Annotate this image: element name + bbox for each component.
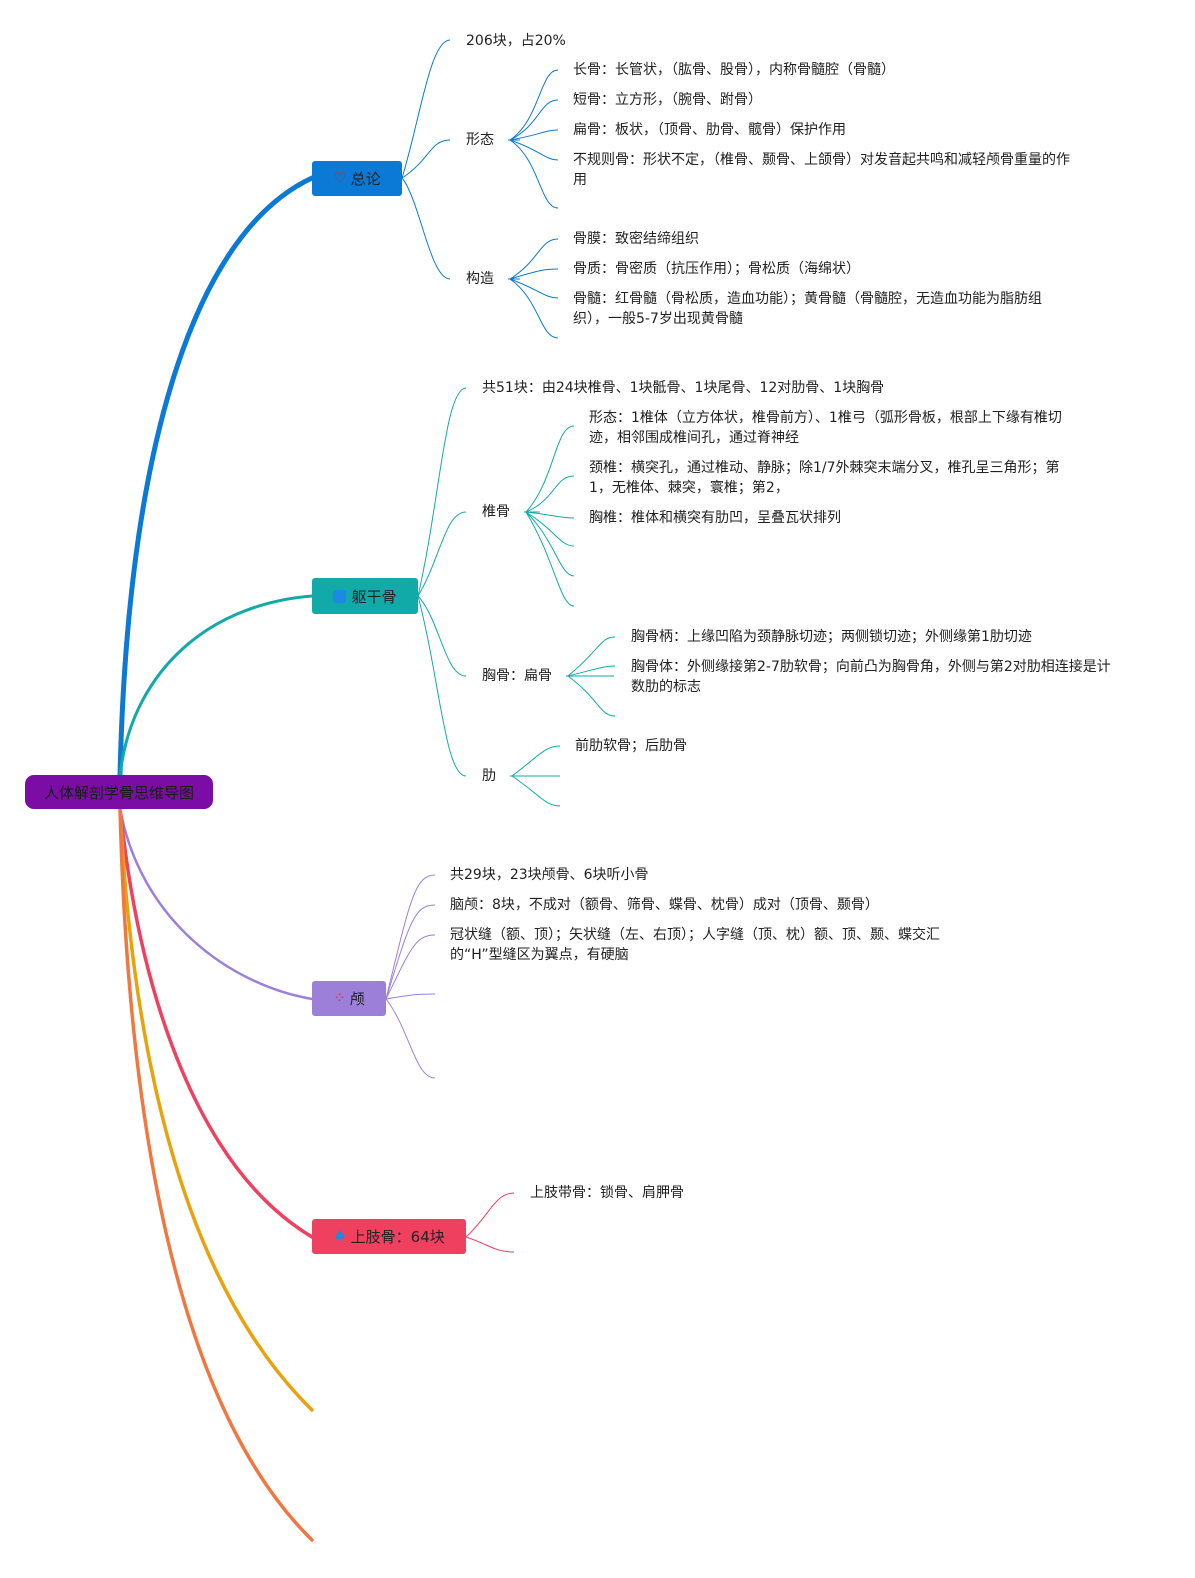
lu-item-3[interactable]: 冠状缝（额、顶）；矢状缝（左、右顶）；人字缝（顶、枕）额、顶、颞、蝶交汇的“H”…	[450, 927, 940, 963]
shangzhi-item-1[interactable]: 上肢带骨：锁骨、肩胛骨	[530, 1185, 684, 1201]
connector-lu-2	[385, 904, 436, 1000]
connector-zonglun-count	[401, 39, 451, 179]
connector-gouzao-4	[509, 278, 559, 339]
connector-xingtai-3	[509, 129, 559, 141]
connector-root-extra-orange	[118, 806, 314, 1542]
square-icon	[333, 589, 347, 603]
branch-lu[interactable]: ⁘ 颅	[312, 981, 386, 1016]
connector-xingtai-4	[509, 139, 559, 161]
connector-zhuigu-4	[525, 511, 575, 547]
branch-zonglun-label: 总论	[350, 170, 381, 188]
connector-zhuigu-3	[525, 511, 575, 519]
zonglun-count[interactable]: 206块，占20%	[466, 33, 566, 49]
connector-gouzao-1	[509, 238, 559, 280]
connector-xingtai-1	[509, 69, 559, 141]
xingtai-item-4[interactable]: 不规则骨：形状不定，（椎骨、颞骨、上颌骨）对发音起共鸣和减轻颅骨重量的作用	[573, 152, 1070, 188]
drop-icon: ♠	[333, 1227, 347, 1245]
xionggu-item-2[interactable]: 胸骨体：外侧缘接第2-7肋软骨；向前凸为胸骨角，外侧与第2对肋相连接是计数肋的标…	[631, 659, 1111, 695]
sparkle-icon: ⁘	[333, 989, 346, 1007]
zhuigu-item-2[interactable]: 颈椎：横突孔，通过椎动、静脉；除1/7外棘突末端分叉，椎孔呈三角形；第1，无椎体…	[589, 460, 1060, 496]
qugan-count[interactable]: 共51块：由24块椎骨、1块骶骨、1块尾骨、12对肋骨、1块胸骨	[482, 380, 885, 396]
connector-zonglun-xingtai	[401, 139, 451, 179]
gouzao-item-2[interactable]: 骨质：骨密质（抗压作用）；骨松质（海绵状）	[573, 261, 860, 277]
xingtai-item-3[interactable]: 扁骨：板状，（顶骨、肋骨、髋骨）保护作用	[573, 122, 846, 138]
connector-qugan-zhuigu	[417, 511, 467, 597]
connector-zhuigu-5	[525, 511, 575, 577]
branch-shangzhi-label: 上肢骨：64块	[350, 1228, 445, 1246]
connector-lei-1	[511, 745, 561, 777]
connector-lu-1	[385, 874, 436, 1000]
connector-xionggu-3	[567, 675, 616, 717]
connector-xingtai-2	[509, 99, 559, 141]
qugan-zhuigu[interactable]: 椎骨	[482, 504, 510, 520]
connector-root-qugan	[118, 594, 314, 778]
root-node[interactable]: 人体解剖学骨思维导图	[25, 775, 213, 809]
lu-item-1[interactable]: 共29块，23块颅骨、6块听小骨	[450, 867, 649, 883]
connector-zonglun-gouzao	[401, 177, 451, 280]
qugan-lei[interactable]: 肋	[482, 768, 496, 784]
connector-shangzhi-2	[465, 1236, 515, 1253]
zonglun-gouzao[interactable]: 构造	[466, 271, 494, 287]
gouzao-item-3[interactable]: 骨髓：红骨髓（骨松质，造血功能）；黄骨髓（骨髓腔，无造血功能为脂肪组织），一般5…	[573, 291, 1042, 327]
connector-root-shangzhi	[118, 806, 314, 1239]
heart-icon: ♡	[333, 169, 347, 187]
connector-gouzao-2	[509, 268, 559, 280]
connector-xionggu-1	[567, 636, 616, 677]
branch-lu-label: 颅	[349, 990, 365, 1008]
connector-lu-4	[385, 993, 436, 1000]
gouzao-item-1[interactable]: 骨膜：致密结缔组织	[573, 231, 699, 247]
branch-qugan-label: 躯干骨	[351, 587, 397, 606]
connector-xingtai-5	[509, 139, 559, 209]
connector-qugan-xionggu	[417, 595, 467, 677]
xingtai-item-1[interactable]: 长骨：长管状，（肱骨、股骨），内称骨髓腔（骨髓）	[573, 62, 895, 78]
root-label: 人体解剖学骨思维导图	[43, 783, 194, 802]
connector-lei-2	[511, 775, 561, 807]
zhuigu-item-3[interactable]: 胸椎：椎体和横突有肋凹，呈叠瓦状排列	[589, 510, 841, 526]
zonglun-xingtai[interactable]: 形态	[466, 132, 494, 148]
connector-qugan-lei	[417, 595, 467, 777]
xingtai-item-2[interactable]: 短骨：立方形，（腕骨、跗骨）	[573, 92, 762, 108]
qugan-xionggu[interactable]: 胸骨：扁骨	[482, 668, 552, 684]
xionggu-item-1[interactable]: 胸骨柄：上缘凹陷为颈静脉切迹；两侧锁切迹；外侧缘第1肋切迹	[631, 629, 1032, 645]
connector-zhuigu-6	[525, 511, 575, 607]
connector-zhuigu-2	[525, 475, 575, 513]
connector-lu-5	[385, 998, 436, 1079]
connector-root-extra-yellow	[118, 806, 314, 1412]
branch-zonglun[interactable]: ♡ 总论	[312, 161, 402, 196]
lei-item-1[interactable]: 前肋软骨；后肋骨	[575, 738, 687, 754]
connector-root-zonglun	[117, 175, 315, 779]
branch-shangzhi[interactable]: ♠ 上肢骨：64块	[312, 1219, 466, 1254]
connector-qugan-count	[417, 387, 467, 597]
connector-root-lu	[118, 806, 314, 1001]
connector-gouzao-3	[509, 278, 559, 299]
connector-xionggu-2	[567, 665, 616, 677]
lu-item-2[interactable]: 脑颅：8块，不成对（额骨、筛骨、蝶骨、枕骨）成对（顶骨、颞骨）	[450, 897, 879, 913]
connector-lu-3	[385, 934, 436, 1000]
connector-shangzhi-1	[465, 1192, 515, 1238]
zhuigu-item-1[interactable]: 形态：1椎体（立方体状，椎骨前方）、1椎弓（弧形骨板，根部上下缘有椎切迹，相邻围…	[589, 410, 1062, 446]
connector-zhuigu-1	[525, 425, 575, 513]
branch-qugan[interactable]: 躯干骨	[312, 578, 418, 614]
